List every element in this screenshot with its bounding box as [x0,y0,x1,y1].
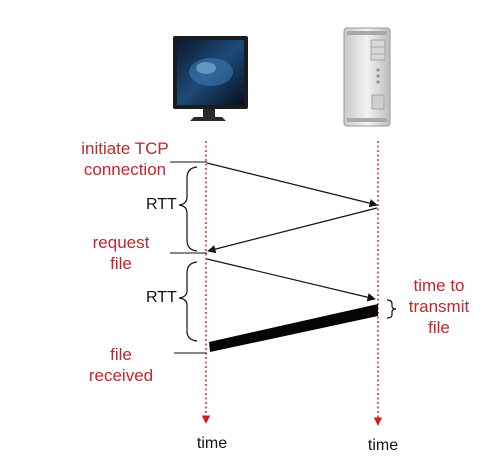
transmit-brace [386,299,397,319]
file-transmission-bar [209,304,378,352]
initiate-label-line2: connection [83,160,167,179]
request-arrow [206,258,376,302]
synack-arrow [207,207,378,254]
transmit-label-line1: time to [413,276,465,295]
rtt-label-2: RTT [146,289,177,306]
client-time-label: time [196,435,228,452]
rtt-label-1: RTT [146,196,177,213]
desktop-computer-icon [173,36,248,121]
server-time-label: time [367,437,399,454]
rtt-brace-2 [178,261,198,342]
received-label-line2: received [88,366,154,385]
request-label-line2: file [110,254,132,273]
syn-arrow [206,162,378,208]
transmit-label-line2: transmit [408,297,470,316]
transmit-label-line3: file [428,318,450,337]
request-label-line1: request [92,233,150,252]
server-tower-icon [343,27,391,127]
received-label-line1: file [110,345,132,364]
initiate-label-line1: initiate TCP [81,139,169,158]
rtt-brace-1 [178,166,198,252]
